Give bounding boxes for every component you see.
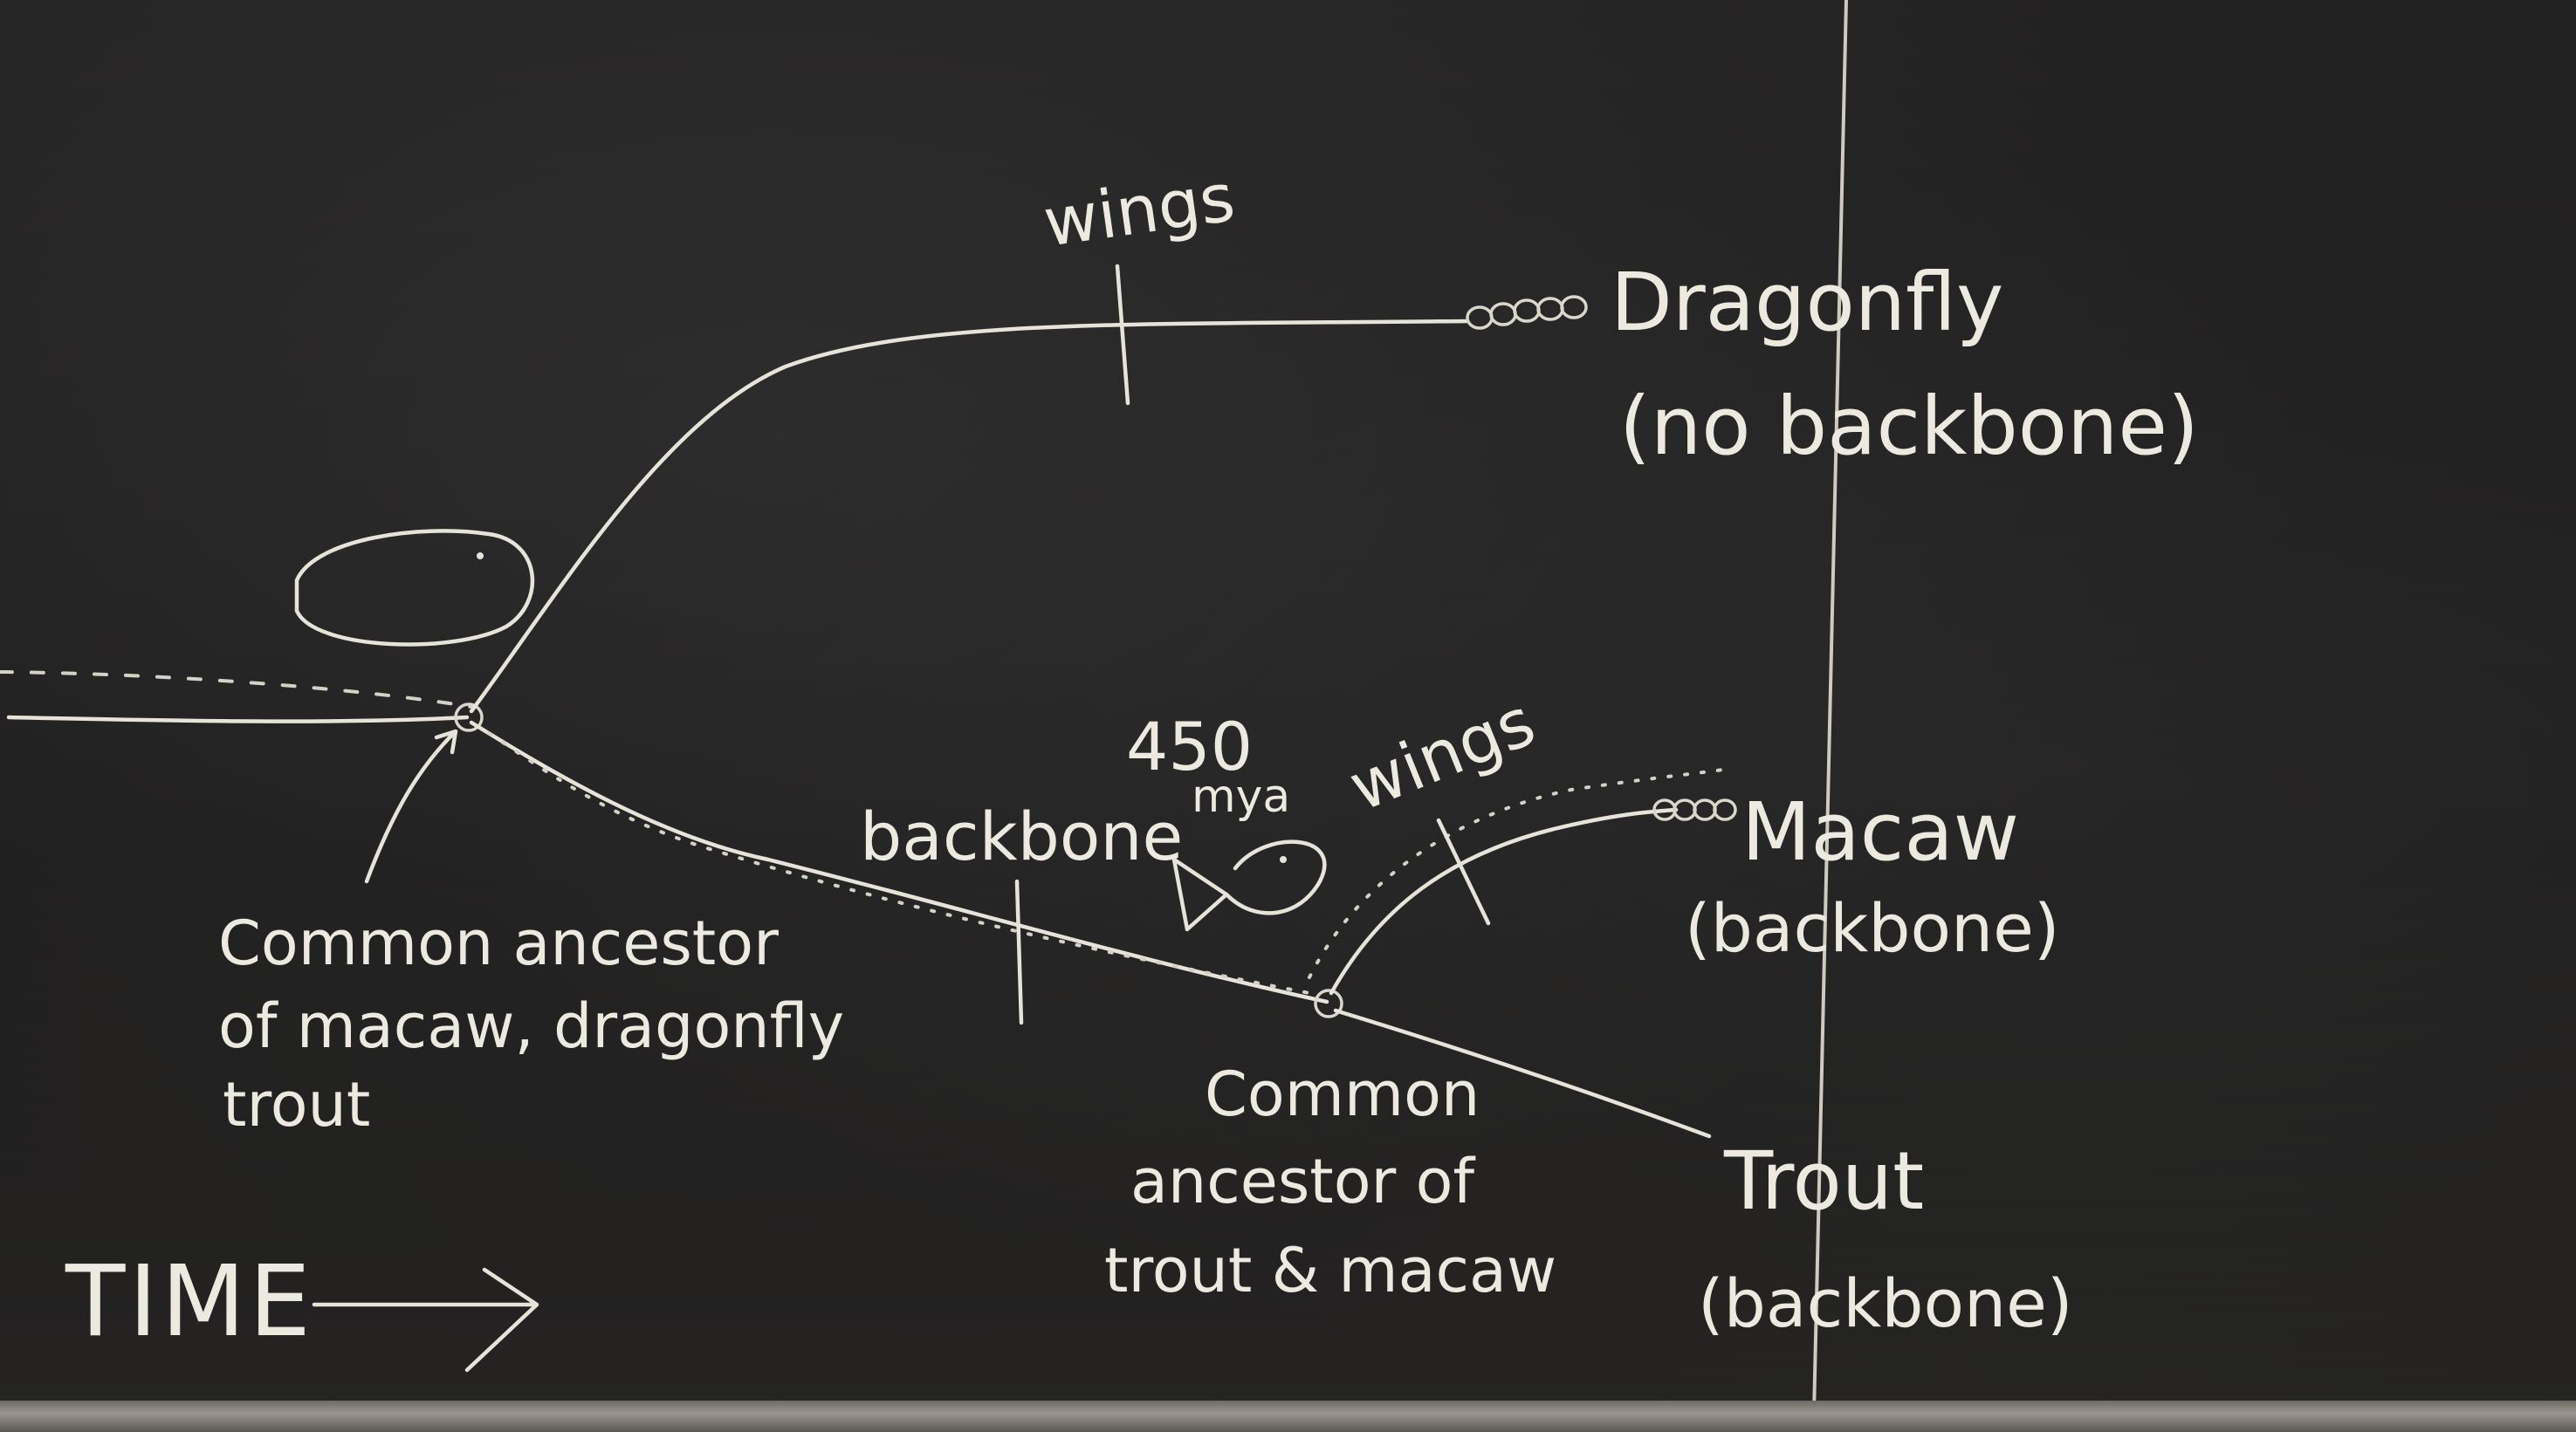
age-value-label: 450 — [1126, 708, 1253, 785]
wings-label-bottom: wings — [1338, 682, 1545, 826]
dotted-lineage-lower — [487, 731, 1320, 997]
trunk-branch — [6, 715, 470, 723]
trout-macaw-ancestor-line-2: ancestor of — [1130, 1146, 1475, 1217]
macaw-terminal-marks — [1652, 798, 1737, 821]
age-unit-label: mya — [1192, 771, 1290, 823]
board-divider-line — [1812, 0, 1848, 1415]
branch-macaw — [1329, 807, 1679, 996]
trout-label: Trout — [1723, 1134, 1924, 1228]
branch-trout — [1333, 1008, 1712, 1139]
root-ancestor-line-1: Common ancestor — [218, 908, 779, 979]
time-axis-label: TIME — [65, 1245, 314, 1359]
macaw-note: (backbone) — [1685, 889, 2060, 967]
trout-macaw-ancestor-line-3: trout & macaw — [1104, 1235, 1556, 1306]
backbone-label: backbone — [860, 798, 1183, 875]
trout-macaw-node — [1314, 989, 1343, 1018]
trout-note: (backbone) — [1698, 1264, 2073, 1342]
chalk-tray — [0, 1401, 2576, 1432]
root-node — [454, 702, 484, 732]
dotted-lineage-macaw — [1308, 766, 1735, 979]
macaw-label: Macaw — [1741, 785, 2019, 879]
cell-organism-drawing — [294, 529, 535, 647]
dragonfly-terminal-marks — [1466, 295, 1588, 330]
ancestor-pointer-arrow — [364, 729, 458, 884]
backbone-trait-tick — [1014, 879, 1024, 1025]
root-ancestor-line-3: trout — [223, 1069, 370, 1141]
wings-trait-tick-top — [1115, 264, 1130, 406]
wings-label-top: wings — [1039, 158, 1240, 262]
fish-drawing — [1171, 839, 1327, 932]
dashed-lineage-trunk — [0, 670, 473, 709]
dragonfly-label: Dragonfly — [1611, 256, 2003, 349]
time-arrow — [312, 1267, 539, 1373]
branch-lower — [469, 720, 1329, 1004]
branch-dragonfly — [469, 319, 1469, 714]
dragonfly-note: (no backbone) — [1619, 380, 2199, 473]
wings-trait-tick-bottom — [1436, 818, 1491, 926]
root-ancestor-line-2: of macaw, dragonfly — [218, 990, 844, 1062]
trout-macaw-ancestor-line-1: Common — [1205, 1059, 1480, 1130]
